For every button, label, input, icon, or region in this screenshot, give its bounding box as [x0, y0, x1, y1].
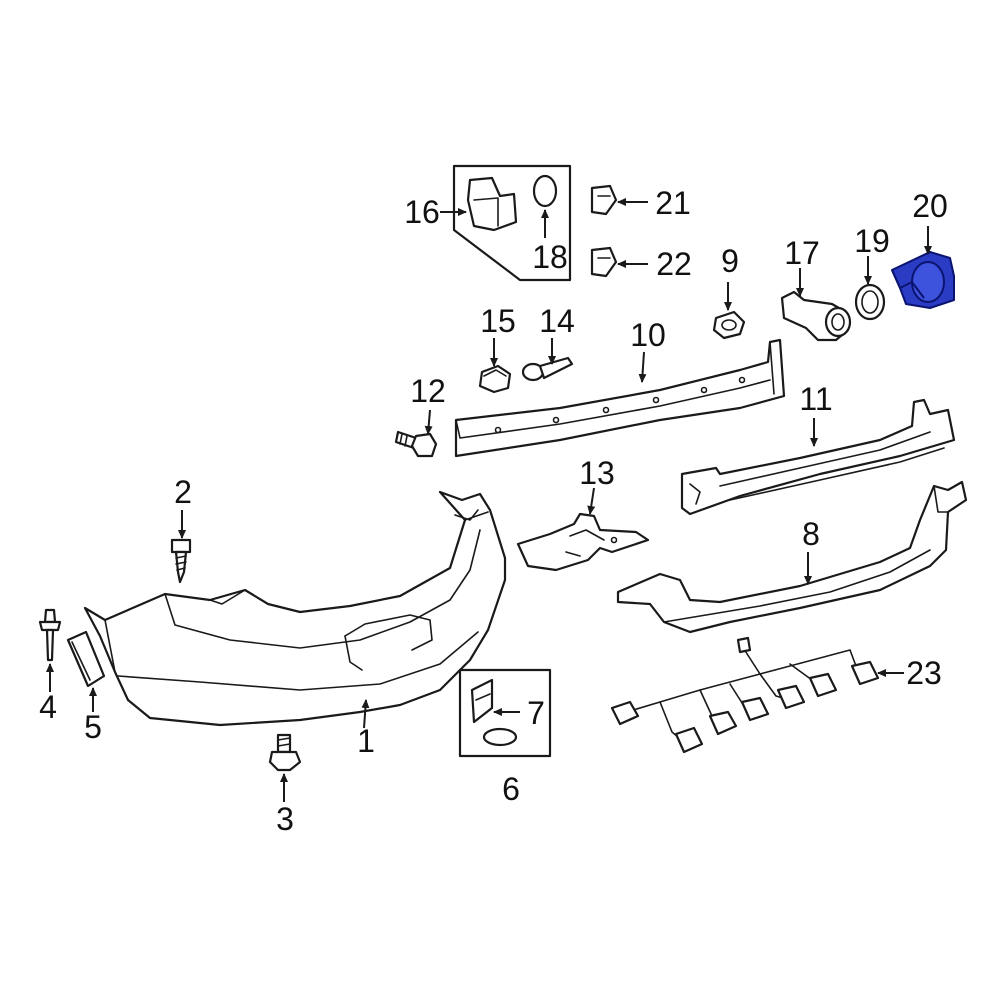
- nut-15[interactable]: [478, 364, 512, 394]
- reinforcement-10[interactable]: [454, 338, 786, 458]
- callout-7: 7: [527, 695, 545, 731]
- callout-9: 9: [721, 243, 739, 279]
- callout-23: 23: [906, 655, 942, 691]
- callout-1: 1: [357, 723, 375, 759]
- arrow-13: [587, 487, 596, 515]
- callout-20: 20: [912, 188, 948, 224]
- callout-14: 14: [539, 303, 575, 339]
- callout-3: 3: [276, 801, 294, 837]
- absorber-8[interactable]: [616, 480, 968, 634]
- bracket-13[interactable]: [516, 512, 650, 572]
- impact-bar-11[interactable]: [680, 398, 956, 516]
- nut-9[interactable]: [712, 310, 746, 340]
- screw-2[interactable]: [170, 538, 192, 584]
- pin-4[interactable]: [38, 608, 62, 662]
- callout-19: 19: [854, 223, 890, 259]
- callout-6: 6: [502, 771, 520, 807]
- sensor-bracket-20-highlighted[interactable]: [891, 251, 955, 309]
- callout-2: 2: [174, 474, 192, 510]
- clip-22[interactable]: [590, 246, 618, 278]
- clip-21[interactable]: [590, 184, 618, 216]
- callout-17: 17: [784, 235, 820, 271]
- parking-sensor-17[interactable]: [780, 290, 852, 342]
- callout-11: 11: [799, 381, 832, 417]
- bolt-3[interactable]: [268, 733, 302, 772]
- callout-15: 15: [480, 303, 516, 339]
- callout-12: 12: [410, 373, 446, 409]
- callout-5: 5: [84, 709, 102, 745]
- callout-10: 10: [630, 317, 666, 353]
- arrow-10: [638, 351, 647, 383]
- leader-arrows: [46, 198, 932, 802]
- callout-22: 22: [656, 246, 692, 282]
- bumper-cover[interactable]: [83, 490, 507, 727]
- bolt-12[interactable]: [394, 430, 438, 458]
- callout-4: 4: [39, 689, 57, 725]
- clip-14[interactable]: [521, 356, 574, 382]
- wiring-harness-23[interactable]: [610, 636, 880, 754]
- callout-labels: 1 2 3 4 5 6 7 8 9 10 11 12 13 14 15 16 1…: [39, 185, 948, 837]
- reflector-5[interactable]: [66, 630, 106, 688]
- seal-ring-19[interactable]: [854, 283, 886, 321]
- part-6-box[interactable]: [458, 668, 552, 758]
- part-16-box[interactable]: [452, 164, 572, 282]
- arrow-1: [361, 699, 370, 729]
- callout-21: 21: [655, 185, 691, 221]
- callout-8: 8: [802, 516, 820, 552]
- callout-13: 13: [579, 455, 615, 491]
- callout-18: 18: [532, 239, 568, 275]
- callout-16: 16: [404, 194, 440, 230]
- arrow-12: [424, 409, 433, 435]
